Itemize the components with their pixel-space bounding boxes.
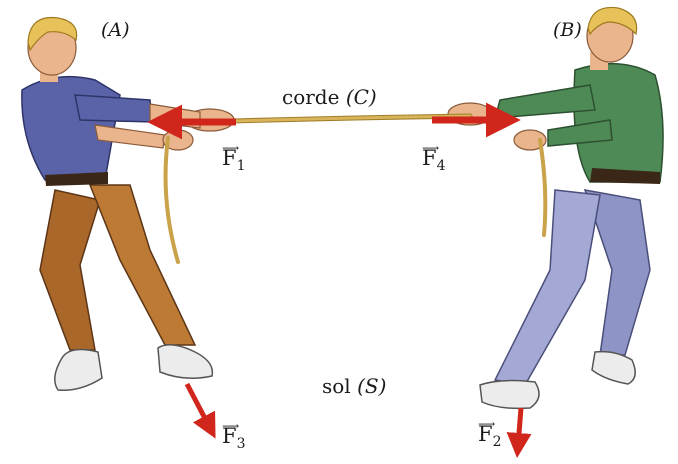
label-rope-word: corde [282, 85, 339, 109]
label-ground: sol (S) [322, 374, 386, 398]
force-index: 4 [437, 158, 446, 174]
rope [166, 116, 546, 262]
vector-arrow-icon: ⟶ [478, 418, 494, 430]
label-person-b: (B) [553, 19, 582, 41]
person-b-figure [448, 7, 663, 408]
vector-arrow-icon: ⟶ [222, 142, 238, 154]
force-index: 2 [493, 434, 502, 450]
force-label-f3: ⟶F3 [222, 426, 246, 451]
label-person-a: (A) [101, 19, 130, 41]
vector-arrow-icon: ⟶ [222, 420, 238, 432]
person-a-figure [22, 18, 234, 391]
force-index: 3 [237, 436, 246, 452]
force-label-f2: ⟶F2 [478, 424, 502, 449]
force-label-f4: ⟶F4 [422, 148, 446, 173]
label-ground-symbol: (S) [357, 374, 386, 398]
force-label-f1: ⟶F1 [222, 148, 246, 173]
force-arrow-f3 [187, 384, 210, 428]
force-arrow-f2 [518, 408, 521, 446]
label-rope: corde (C) [282, 85, 377, 109]
vector-arrow-icon: ⟶ [422, 142, 438, 154]
force-index: 1 [237, 158, 246, 174]
label-ground-word: sol [322, 374, 351, 398]
label-rope-symbol: (C) [346, 85, 377, 109]
